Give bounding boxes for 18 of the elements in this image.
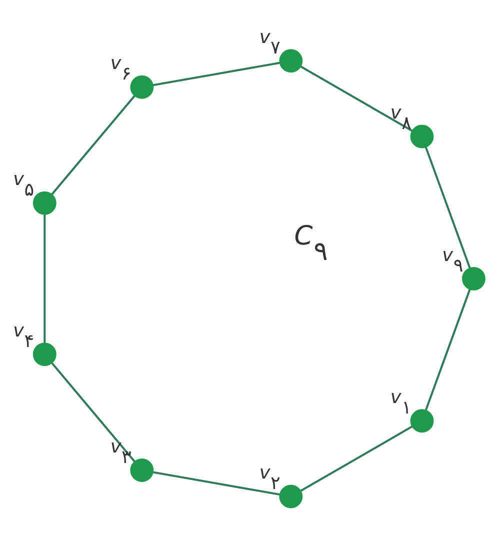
node-circle bbox=[130, 458, 154, 482]
node-circle bbox=[130, 75, 154, 99]
node-circle bbox=[410, 124, 434, 148]
node-circle bbox=[278, 49, 302, 73]
node-circle bbox=[462, 266, 485, 290]
node-circle bbox=[410, 409, 434, 433]
connector bbox=[424, 146, 470, 268]
connector bbox=[152, 62, 280, 86]
connector bbox=[50, 95, 135, 195]
connector bbox=[152, 471, 280, 496]
connector bbox=[300, 66, 412, 132]
connector bbox=[43, 214, 46, 343]
connector bbox=[424, 289, 470, 410]
node-circle bbox=[32, 342, 56, 366]
connector bbox=[50, 362, 135, 462]
connector bbox=[300, 426, 412, 492]
node-circle bbox=[32, 191, 56, 215]
node-circle bbox=[278, 484, 302, 508]
